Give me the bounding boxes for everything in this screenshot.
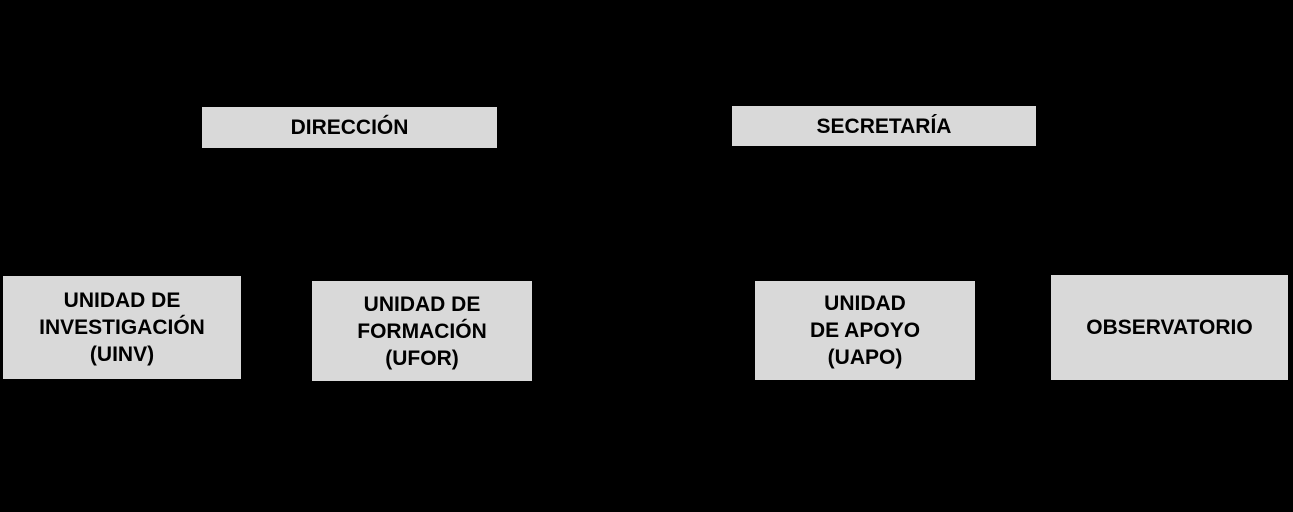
org-node-label: UNIDAD DE INVESTIGACIÓN (UINV) [39,289,205,366]
org-node-label: UNIDAD DE FORMACIÓN (UFOR) [357,292,487,370]
org-node-label: OBSERVATORIO [1086,316,1253,339]
org-node-label: DIRECCIÓN [290,116,409,139]
org-node-label: UNIDAD DE APOYO (UAPO) [809,292,921,369]
org-node-secretaria: SECRETARÍA [732,106,1036,146]
org-node-unidad-investigacion: UNIDAD DE INVESTIGACIÓN (UINV) [3,276,241,379]
org-node-unidad-apoyo: UNIDAD DE APOYO (UAPO) [755,281,975,380]
org-node-observatorio: OBSERVATORIO [1051,275,1288,380]
org-node-direccion: DIRECCIÓN [202,107,497,148]
org-node-label: SECRETARÍA [816,114,952,138]
org-node-unidad-formacion: UNIDAD DE FORMACIÓN (UFOR) [312,281,532,381]
